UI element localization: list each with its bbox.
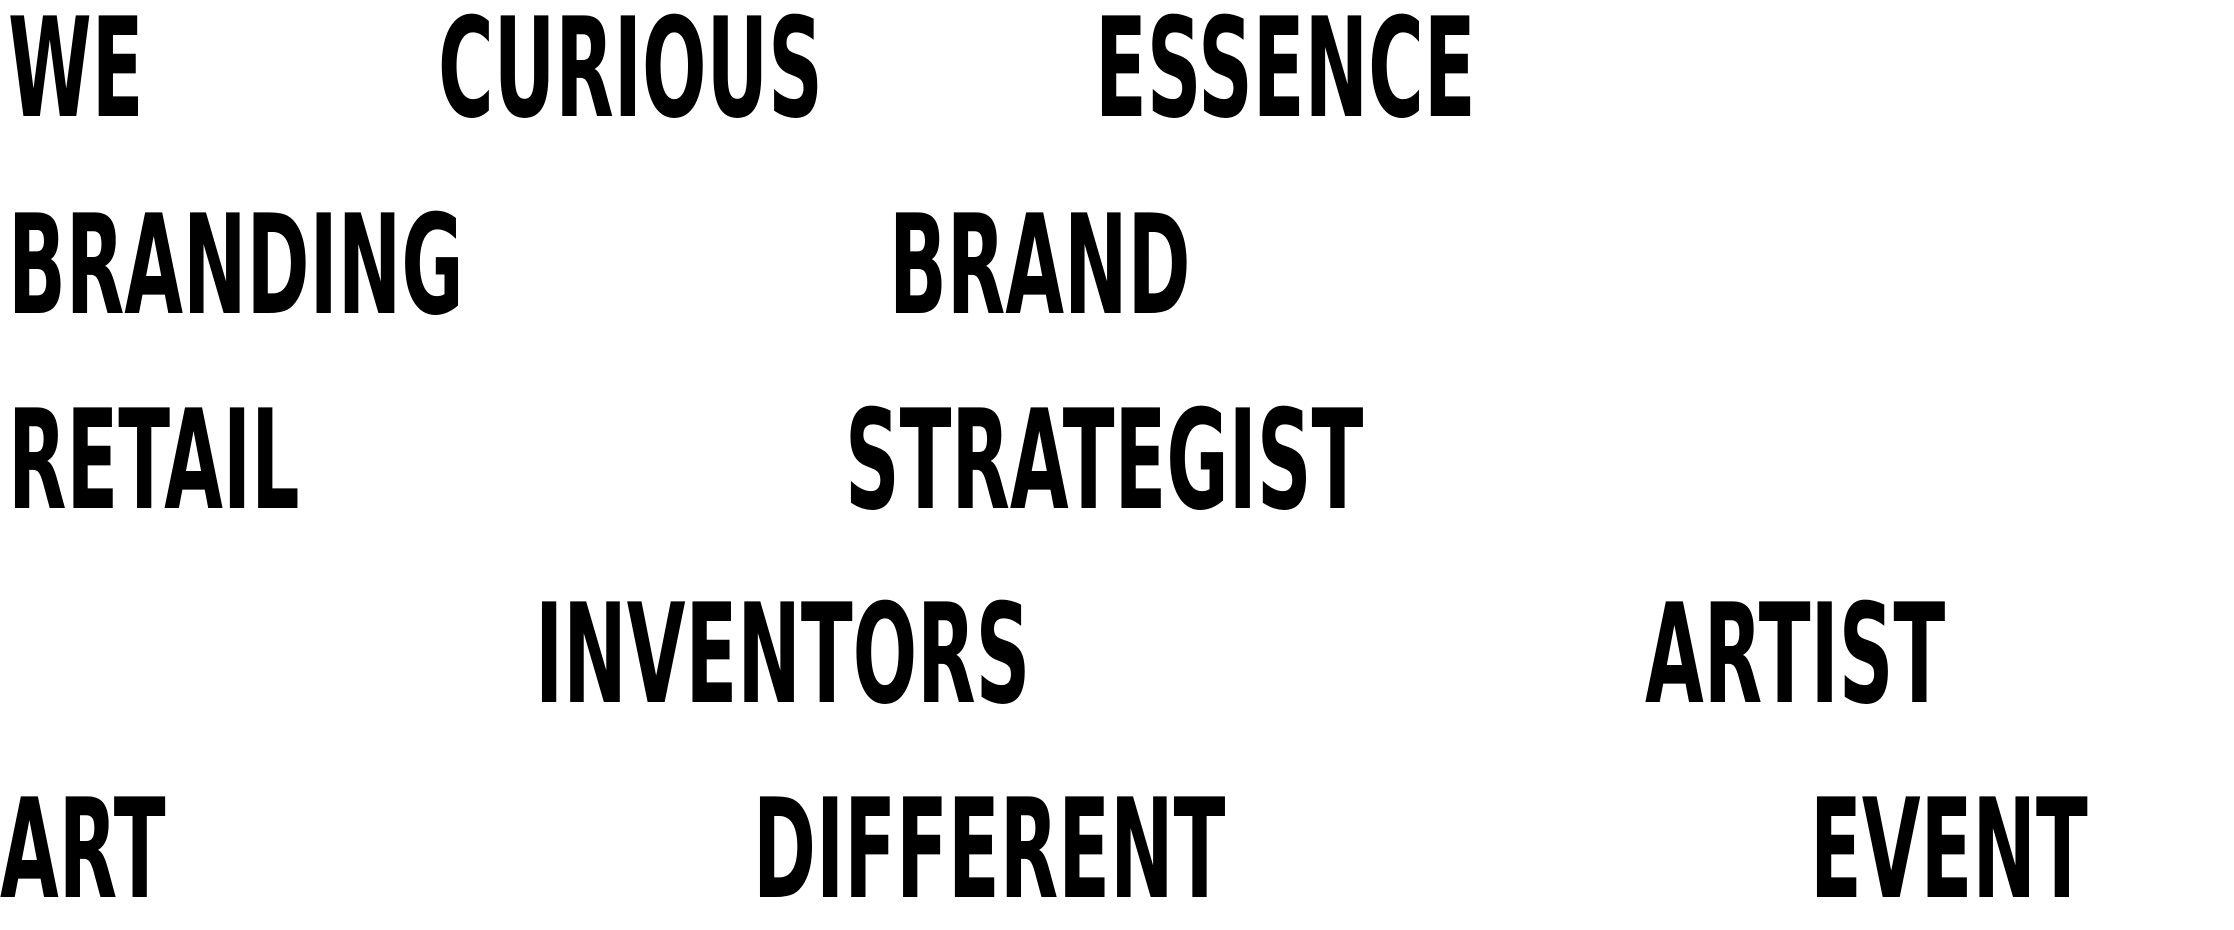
word-different: DIFFERENT — [753, 769, 1226, 930]
word-inventors: INVENTORS — [535, 574, 1031, 735]
word-event: EVENT — [1810, 769, 2088, 930]
word-retail: RETAIL — [8, 380, 300, 541]
word-branding: BRANDING — [8, 185, 464, 346]
word-brand: BRAND — [889, 185, 1191, 346]
word-artist: ARTIST — [1645, 574, 1946, 735]
word-curious: CURIOUS — [438, 0, 823, 149]
word-strategist: STRATEGIST — [845, 380, 1364, 541]
word-art: ART — [0, 769, 166, 930]
word-we: WE — [8, 0, 144, 149]
word-essence: ESSENCE — [1095, 0, 1476, 149]
